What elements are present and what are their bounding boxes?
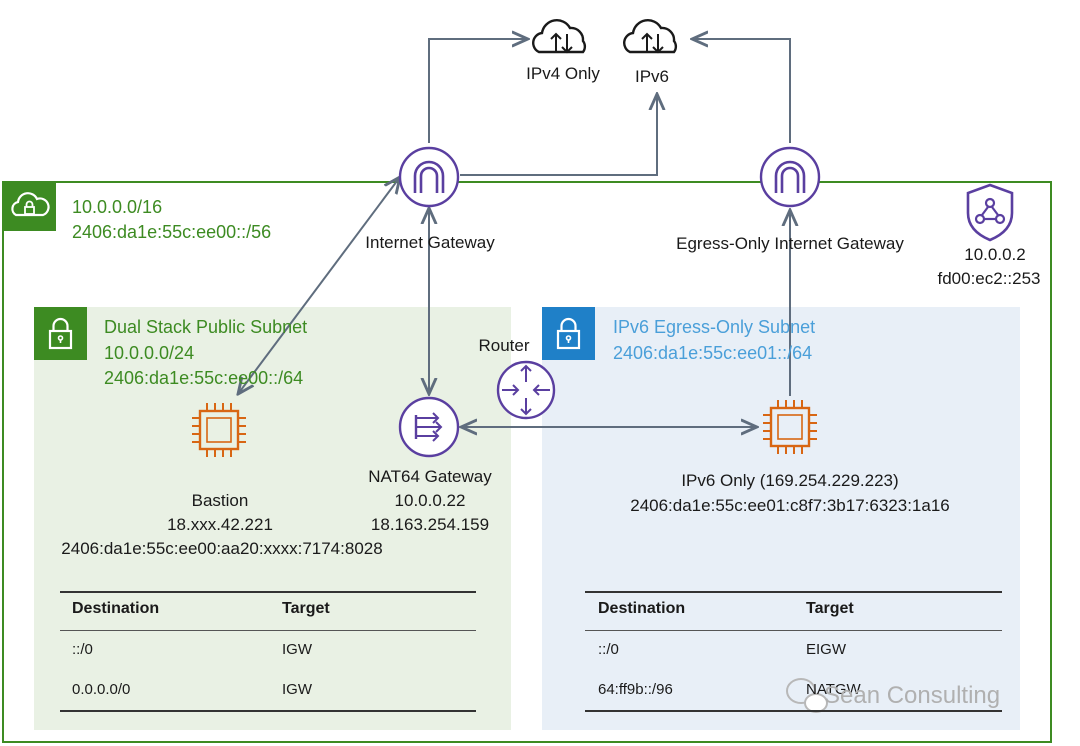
public-subnet-cidr-v4: 10.0.0.0/24 [104,343,195,363]
bastion-ipv6: 2406:da1e:55c:ee00:aa20:xxxx:7174:8028 [61,539,383,558]
table-row-destination: 64:ff9b::/96 [598,681,673,698]
igw-label: Internet Gateway [365,233,495,252]
egress-subnet-tab [542,307,595,360]
arrow-igw-to-ipv6 [460,94,657,176]
watermark-text: Sean Consulting [824,682,1001,709]
ipv6-instance-icon [763,400,817,454]
ipv4-cloud-icon [532,19,586,54]
nat64-name: NAT64 Gateway [368,467,492,486]
egress-subnet-area [542,307,1020,730]
public-rt-header-destination: Destination [72,600,160,617]
internet-gateway-icon [398,146,460,208]
table-row-destination: 0.0.0.0/0 [72,681,131,698]
lock-icon [556,317,581,350]
egress-rt-bottom-rule [585,710,1002,712]
watermark-chat-icon [786,678,828,713]
egress-rt-header-destination: Destination [598,600,686,617]
egress-subnet-cidr-v6: 2406:da1e:55c:ee01::/64 [613,343,813,363]
table-row-destination: ::/0 [598,641,619,658]
eigw-label: Egress-Only Internet Gateway [676,234,904,253]
egress-rt-top-rule [585,591,1002,593]
public-subnet-tab [34,307,87,360]
arrow-eigw-to-ipv6 [692,39,791,143]
lock-icon [48,317,73,350]
public-rt-bottom-rule [60,710,476,712]
vpc-cloud-lock-icon [11,192,50,217]
table-row-destination: ::/0 [72,641,93,658]
table-row-target: NATGW [806,681,861,698]
router-icon [496,360,556,420]
dns-ipv6: fd00:ec2::253 [937,269,1041,288]
table-row-target: EIGW [806,641,846,658]
public-rt-header-target: Target [282,600,330,617]
table-row-target: IGW [282,641,312,658]
arrow-igw-bastion [238,177,400,394]
egress-rt-header-target: Target [806,600,854,617]
bastion-instance-icon [192,403,246,457]
dns-ipv4: 10.0.0.2 [964,245,1026,264]
table-row-target: IGW [282,681,312,698]
public-subnet-name: Dual Stack Public Subnet [104,317,308,337]
vpc-tab [2,181,56,231]
egress-subnet-name: IPv6 Egress-Only Subnet [613,317,816,337]
public-rt-top-rule [60,591,476,593]
vpc-cidr-v6: 2406:da1e:55c:ee00::/56 [72,222,272,242]
arrow-igw-to-ipv4 [428,39,528,143]
ipv6-instance-name: IPv6 Only (169.254.229.223) [681,471,899,490]
ipv4-internet-label: IPv4 Only [526,64,600,83]
vpc-cidr-v4: 10.0.0.0/16 [72,197,163,217]
ipv6-internet-label: IPv6 [634,67,670,86]
egress-rt-header-rule [585,630,1002,631]
nat64-private-ip: 10.0.0.22 [394,491,466,510]
nat-gateway-icon [398,396,460,458]
public-rt-header-rule [60,630,476,631]
public-subnet-cidr-v6: 2406:da1e:55c:ee00::/64 [104,368,304,388]
bastion-ipv4: 18.xxx.42.221 [167,515,273,534]
ipv6-instance-address: 2406:da1e:55c:ee01:c8f7:3b17:6323:1a16 [630,496,950,515]
egress-only-gateway-icon [759,146,821,208]
dns-resolver-shield-icon [966,183,1014,242]
nat64-public-ip: 18.163.254.159 [370,515,490,534]
router-label: Router [478,336,530,355]
vpc-boundary [2,181,1052,743]
ipv6-cloud-icon [623,19,677,54]
bastion-name: Bastion [191,491,249,510]
